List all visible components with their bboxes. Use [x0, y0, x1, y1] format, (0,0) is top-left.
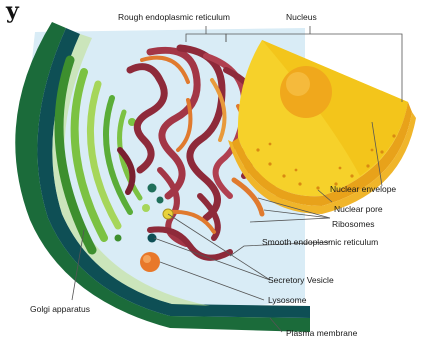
- label-golgi-apparatus: Golgi apparatus: [30, 304, 90, 314]
- label-plasma-membrane: Plasma membrane: [286, 328, 358, 338]
- label-nuclear-pore: Nuclear pore: [334, 204, 383, 214]
- label-secretory-vesicle: Secretory Vesicle: [268, 275, 334, 285]
- label-ribosomes: Ribosomes: [332, 219, 375, 229]
- label-smooth-er: Smooth endoplasmic reticulum: [262, 237, 378, 247]
- label-nucleus: Nucleus: [286, 12, 317, 22]
- label-rough-er: Rough endoplasmic reticulum: [118, 12, 230, 22]
- label-nuclear-envelope: Nuclear envelope: [330, 184, 396, 194]
- lysosome-shape: [140, 252, 160, 272]
- label-lysosome: Lysosome: [268, 295, 307, 305]
- title-fragment: y: [5, 0, 20, 24]
